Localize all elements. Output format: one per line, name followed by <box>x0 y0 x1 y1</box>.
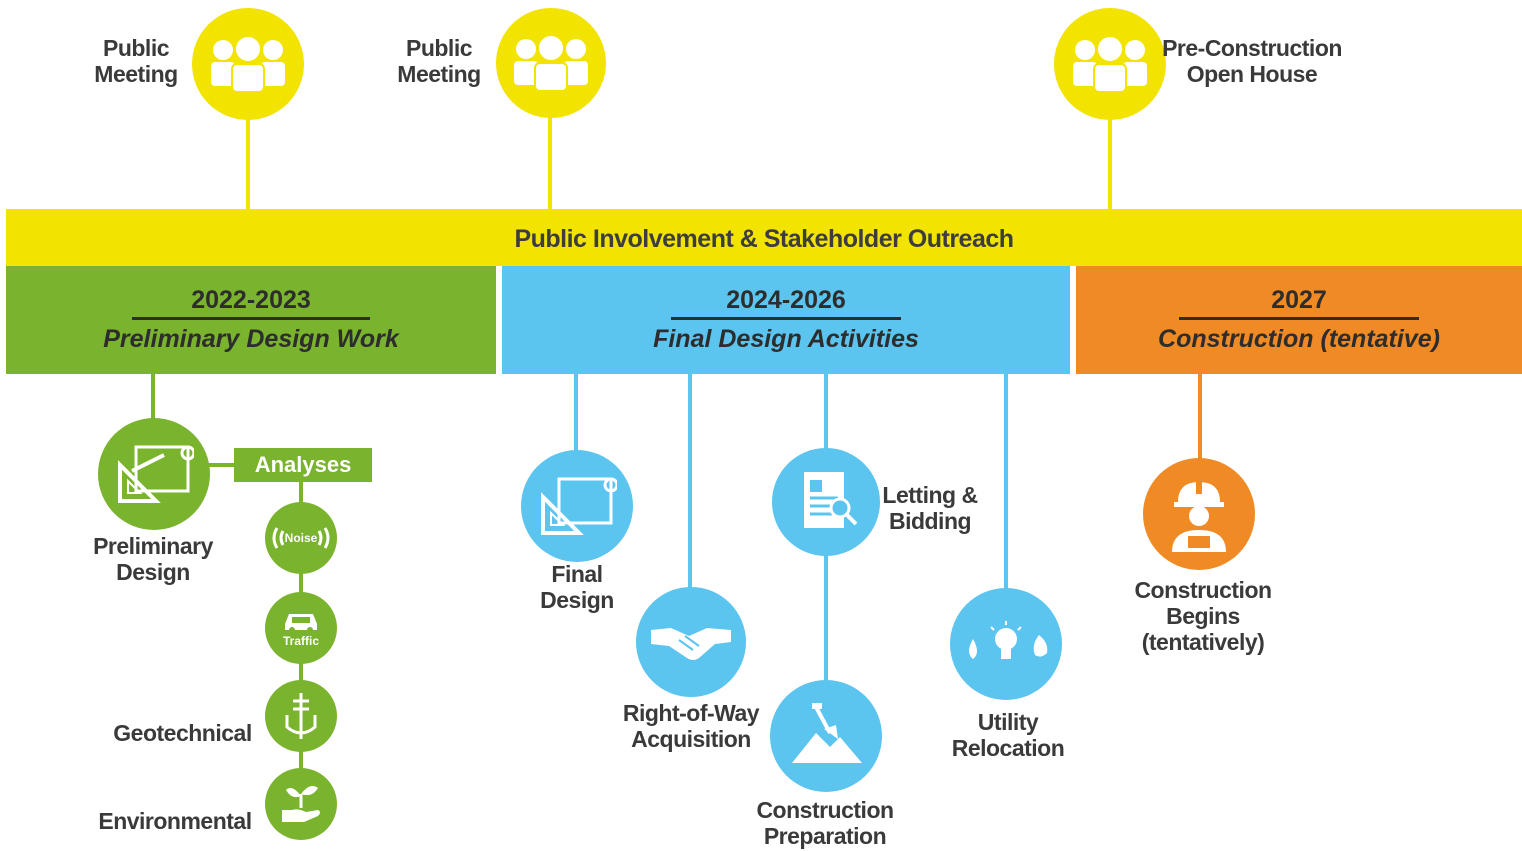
label-line: Letting & <box>882 482 978 508</box>
label-line: Right-of-Way <box>622 700 760 726</box>
connector-line <box>1108 118 1112 210</box>
label-line: Utility <box>977 709 1039 735</box>
people-icon <box>1054 8 1166 120</box>
label-line: Construction <box>1134 577 1272 603</box>
geotechnical-label: Geotechnical <box>113 720 252 746</box>
traffic-label: Traffic <box>282 634 319 648</box>
outreach-banner: Public Involvement & Stakeholder Outreac… <box>6 209 1522 266</box>
connector-line <box>1004 374 1008 592</box>
label-line: Preparation <box>763 823 887 849</box>
label-line: (tentatively) <box>1141 629 1265 655</box>
blueprint-icon <box>521 450 633 562</box>
phase-preliminary: 2022-2023 Preliminary Design Work <box>6 266 496 374</box>
handshake-icon <box>636 587 746 697</box>
event-label: Public Meeting <box>86 35 186 87</box>
label-line: Design <box>116 559 190 585</box>
label-line: Relocation <box>951 735 1065 761</box>
noise-label: Noise <box>284 531 318 545</box>
label-line: Begins <box>1166 603 1240 629</box>
construction-begins-label: Construction Begins (tentatively) <box>1120 577 1286 655</box>
letting-bidding-label: Letting & Bidding <box>875 482 985 534</box>
label-line: Design <box>540 587 614 613</box>
noise-icon: Noise <box>265 502 337 574</box>
banner-title: Public Involvement & Stakeholder Outreac… <box>514 225 1014 253</box>
people-icon <box>192 8 304 120</box>
environmental-label: Environmental <box>98 808 252 834</box>
shovel-dirt-icon <box>770 680 882 792</box>
label-line: Final <box>551 561 603 587</box>
label-line: Bidding <box>888 508 972 534</box>
blueprint-icon <box>98 418 210 530</box>
phase-years: 2024-2026 <box>726 286 846 314</box>
phase-final: 2024-2026 Final Design Activities <box>502 266 1070 374</box>
connector-line <box>208 463 234 467</box>
final-design-label: Final Design <box>517 561 637 613</box>
event-label-line: Meeting <box>397 61 481 87</box>
phase-name: Preliminary Design Work <box>103 325 399 353</box>
phase-years: 2027 <box>1271 286 1327 314</box>
car-icon: Traffic <box>265 592 337 664</box>
event-label-line: Public <box>405 35 473 61</box>
worker-icon <box>1143 458 1255 570</box>
phase-years: 2022-2023 <box>191 286 311 314</box>
connector-line <box>246 118 250 210</box>
event-label-line: Open House <box>1186 61 1318 87</box>
label-line: Preliminary <box>93 533 213 559</box>
phase-construction: 2027 Construction (tentative) <box>1076 266 1522 374</box>
preliminary-design-label: Preliminary Design <box>83 533 223 585</box>
phase-rule <box>671 317 901 320</box>
event-label-line: Pre-Construction <box>1162 35 1342 61</box>
utilities-icon <box>950 588 1062 700</box>
label-line: Acquisition <box>631 726 751 752</box>
phase-name: Construction (tentative) <box>1158 325 1440 353</box>
event-label-line: Meeting <box>94 61 178 87</box>
connector-line <box>574 374 578 454</box>
plant-hand-icon <box>265 768 337 840</box>
people-icon <box>496 8 606 118</box>
drill-icon <box>265 680 337 752</box>
connector-line <box>1198 374 1202 464</box>
analyses-box: Analyses <box>234 448 372 482</box>
construction-prep-label: Construction Preparation <box>745 797 905 849</box>
event-label: Pre-Construction Open House <box>1162 35 1342 87</box>
utility-relocation-label: Utility Relocation <box>940 709 1076 761</box>
right-of-way-label: Right-of-Way Acquisition <box>610 700 772 752</box>
event-label: Public Meeting <box>389 35 489 87</box>
connector-line <box>151 374 155 424</box>
event-label-line: Public <box>102 35 170 61</box>
label-line: Construction <box>756 797 894 823</box>
connector-line <box>548 116 552 210</box>
document-search-icon <box>772 448 880 556</box>
phase-name: Final Design Activities <box>653 325 919 353</box>
phase-rule <box>1179 317 1419 320</box>
phase-rule <box>132 317 370 320</box>
connector-line <box>688 374 692 592</box>
